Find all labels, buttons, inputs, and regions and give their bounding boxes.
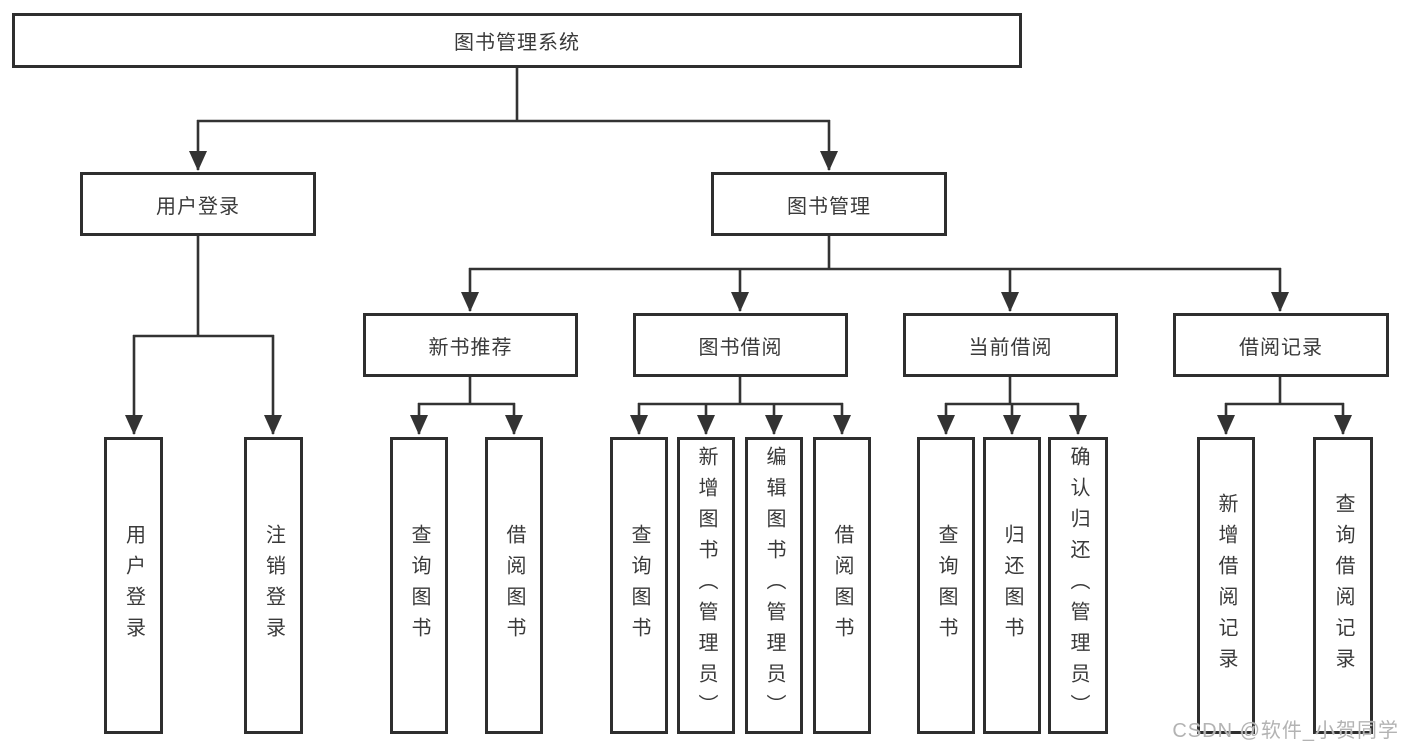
leaf-add-borrow-record: 新增借阅记录: [1197, 437, 1255, 734]
leaf-query-borrow-record: 查询借阅记录: [1313, 437, 1373, 734]
leaf-query-books-borrow-label: 查询图书: [628, 523, 650, 648]
node-borrow-records-label: 借阅记录: [1239, 336, 1323, 359]
leaf-query-borrow-record-label: 查询借阅记录: [1332, 492, 1354, 679]
leaf-user-login-label: 用户登录: [122, 523, 145, 648]
leaf-query-books-current: 查询图书: [917, 437, 975, 734]
leaf-query-books-recommend: 查询图书: [390, 437, 448, 734]
leaf-add-books-admin-label: 新增图书（管理员）: [695, 446, 717, 725]
connector-new-book-recommend-branch: [410, 375, 523, 435]
leaf-query-books-recommend-label: 查询图书: [408, 523, 430, 648]
leaf-user-login: 用户登录: [104, 437, 163, 734]
connector-book-borrow-branch: [630, 375, 851, 435]
leaf-query-books-current-label: 查询图书: [935, 523, 957, 648]
connector-borrow-records-branch: [1217, 375, 1352, 435]
node-user-login-branch: 用户登录: [80, 172, 316, 236]
node-current-borrow-label: 当前借阅: [968, 336, 1053, 359]
leaf-logout-login: 注销登录: [244, 437, 303, 734]
leaf-borrow-books: 借阅图书: [813, 437, 871, 734]
node-new-book-recommend: 新书推荐: [363, 313, 578, 377]
leaf-add-books-admin: 新增图书（管理员）: [677, 437, 735, 734]
watermark-text: CSDN @软件_小贺同学: [1172, 720, 1399, 742]
leaf-borrow-books-label: 借阅图书: [831, 523, 853, 648]
leaf-borrow-books-recommend: 借阅图书: [485, 437, 543, 734]
node-library-system-label: 图书管理系统: [454, 32, 580, 54]
leaf-query-books-borrow: 查询图书: [610, 437, 668, 734]
node-user-login-branch-label: 用户登录: [156, 195, 240, 218]
leaf-borrow-books-recommend-label: 借阅图书: [503, 523, 525, 648]
connector-root-to-level2: [189, 66, 838, 171]
connector-current-borrow-branch: [937, 375, 1087, 435]
leaf-edit-books-admin: 编辑图书（管理员）: [745, 437, 803, 734]
node-book-management: 图书管理: [711, 172, 947, 236]
leaf-edit-books-admin-label: 编辑图书（管理员）: [763, 446, 785, 725]
leaf-return-books: 归还图书: [983, 437, 1041, 734]
node-book-borrow-label: 图书借阅: [698, 336, 783, 359]
node-library-system: 图书管理系统: [12, 13, 1022, 68]
connector-book-management-branch: [461, 234, 1289, 312]
node-borrow-records: 借阅记录: [1173, 313, 1389, 377]
node-book-borrow: 图书借阅: [633, 313, 848, 377]
leaf-return-books-label: 归还图书: [1001, 523, 1023, 648]
node-book-management-label: 图书管理: [787, 195, 871, 218]
leaf-logout-login-label: 注销登录: [262, 523, 285, 648]
node-new-book-recommend-label: 新书推荐: [428, 336, 513, 359]
leaf-add-borrow-record-label: 新增借阅记录: [1215, 492, 1237, 679]
node-current-borrow: 当前借阅: [903, 313, 1118, 377]
connector-user-login-branch: [125, 234, 282, 435]
leaf-confirm-return-admin-label: 确认归还（管理员）: [1067, 446, 1089, 725]
leaf-confirm-return-admin: 确认归还（管理员）: [1048, 437, 1108, 734]
